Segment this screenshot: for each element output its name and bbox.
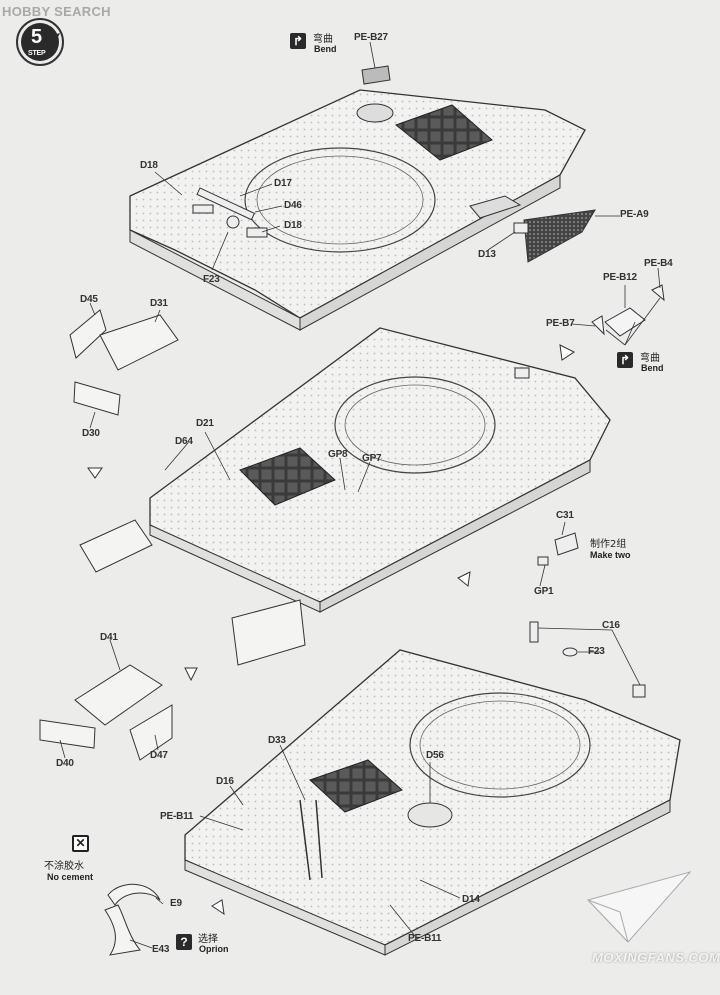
left-plates-2 [39,664,173,956]
bend-icon: ↱ [290,33,306,49]
bend-icon: ↱ [617,352,633,368]
top-leader-lines [154,41,661,346]
part-label-d45: D45 [80,294,98,305]
step-badge-icon [16,18,64,66]
part-label-pe-b12: PE-B12 [603,272,637,283]
part-label-gp8: GP8 [328,449,348,460]
bend-cn-label: 弯曲 [313,34,333,45]
part-label-d17: D17 [274,178,292,189]
part-label-d18: D18 [284,220,302,231]
make-two-cn-label: 制作2组 [590,539,627,550]
part-label-f23: F23 [588,646,605,657]
middle-leader-lines [89,302,566,587]
part-label-d64: D64 [175,436,193,447]
part-label-pe-b4: PE-B4 [644,258,673,269]
paper-plane-logo-icon [587,871,692,943]
part-label-gp7: GP7 [362,453,382,464]
part-label-c31: C31 [556,510,574,521]
part-label-d16: D16 [216,776,234,787]
part-label-d21: D21 [196,418,214,429]
left-plates-1 [69,309,179,573]
option-en-label: Oprion [199,944,229,954]
part-label-d47: D47 [150,750,168,761]
part-label-d33: D33 [268,735,286,746]
hull-middle-assembly [149,327,611,666]
part-label-pe-b11: PE-B11 [160,811,194,822]
site-watermark: MOXINGFANS.COM [592,950,720,965]
part-label-c16: C16 [602,620,620,631]
step-number: 5 [31,26,42,48]
part-label-d13: D13 [478,249,496,260]
part-label-d18: D18 [140,160,158,171]
bend-en-label: Bend [314,44,337,54]
part-label-pe-b11: PE-B11 [408,933,442,944]
step-word: STEP [28,50,46,57]
option-icon: ? [176,934,192,950]
part-label-pe-b7: PE-B7 [546,318,575,329]
direction-arrows [87,344,575,916]
no-cement-icon: ✕ [72,835,89,852]
part-label-pe-a9: PE-A9 [620,209,649,220]
bottom-leader-lines [59,627,641,949]
part-label-e43: E43 [152,944,170,955]
part-label-e9: E9 [170,898,182,909]
part-label-d46: D46 [284,200,302,211]
top-small-parts [192,187,665,337]
part-label-d40: D40 [56,758,74,769]
option-cn-label: 选择 [198,934,218,945]
part-label-pe-b27: PE-B27 [354,32,388,43]
bend-cn-label: 弯曲 [640,353,660,364]
hobby-search-watermark: HOBBY SEARCH [2,4,111,19]
no-cement-cn-label: 不涂胶水 [44,861,84,872]
part-label-d31: D31 [150,298,168,309]
part-label-d41: D41 [100,632,118,643]
hull-top-assembly [129,65,586,331]
part-label-d56: D56 [426,750,444,761]
part-label-gp1: GP1 [534,586,554,597]
part-label-d30: D30 [82,428,100,439]
bend-en-label: Bend [641,363,664,373]
part-label-f23: F23 [203,274,220,285]
no-cement-en-label: No cement [47,872,94,882]
part-label-d14: D14 [462,894,480,905]
make-two-en-label: Make two [590,550,631,560]
hull-bottom-assembly [184,621,681,956]
